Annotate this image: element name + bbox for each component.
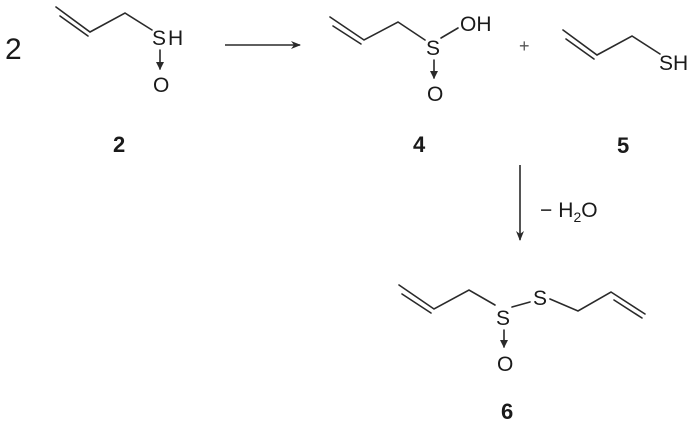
carbon-chain [55, 6, 153, 33]
compound-label-5: 5 [617, 133, 629, 158]
stoichiometric-coefficient: 2 [5, 33, 22, 66]
sulfur-atom: S [152, 27, 166, 50]
sulfinyl-sulfur-atom: S [496, 307, 510, 330]
hydroxyl-group: OH [460, 13, 492, 36]
molecule-4: S OH O 4 [329, 13, 492, 157]
compound-label-4: 4 [413, 132, 426, 157]
sulfur-atom: S [426, 37, 440, 60]
double-bond-right [613, 299, 643, 319]
molecule-6: S S O 6 [398, 284, 646, 424]
oxygen-atom: O [427, 83, 443, 106]
double-bond-left [401, 293, 432, 314]
molecule-5: SH 5 [562, 29, 688, 158]
carbon-chain-right [549, 291, 646, 315]
thiol-group: SH [659, 52, 688, 75]
compound-label-2: 2 [113, 132, 125, 157]
carbon-chain [329, 16, 426, 41]
molecule-2: S H O 2 [55, 6, 183, 157]
sulfide-sulfur-atom: S [533, 287, 547, 310]
double-bond [565, 38, 595, 60]
carbon-chain-left [398, 284, 496, 310]
hydrogen-atom: H [168, 27, 183, 50]
oxygen-atom: O [153, 74, 169, 97]
carbon-chain [562, 29, 661, 56]
water-loss-label: −H2O [540, 199, 598, 225]
double-bond [59, 15, 89, 37]
double-bond [332, 25, 362, 45]
s-s-bond [511, 301, 531, 308]
plus-sign: + [519, 36, 530, 56]
compound-label-6: 6 [501, 399, 513, 424]
oxygen-atom: O [497, 353, 513, 376]
s-oh-bond [440, 27, 459, 39]
